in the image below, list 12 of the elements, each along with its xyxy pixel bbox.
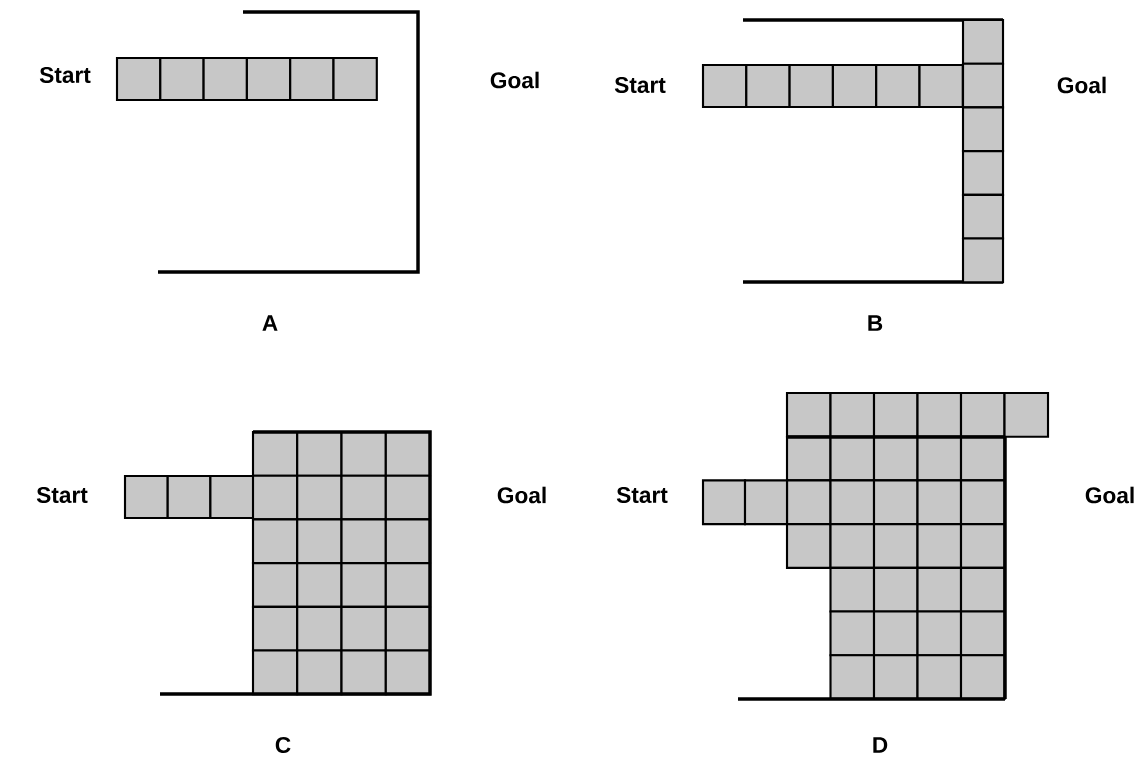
- text-label: C: [275, 737, 291, 754]
- text-label: Start: [616, 487, 668, 504]
- text-label: Goal: [1085, 486, 1134, 504]
- text-label: Goal: [497, 486, 546, 504]
- text-label: Goal: [1057, 76, 1106, 94]
- text-label: Start: [39, 67, 91, 84]
- text-label: Goal: [490, 71, 539, 89]
- text-label: Start: [36, 487, 88, 504]
- text-label: D: [873, 737, 888, 753]
- text-label: B: [868, 315, 883, 331]
- text-label: Start: [614, 77, 666, 94]
- text-label: A: [262, 315, 278, 331]
